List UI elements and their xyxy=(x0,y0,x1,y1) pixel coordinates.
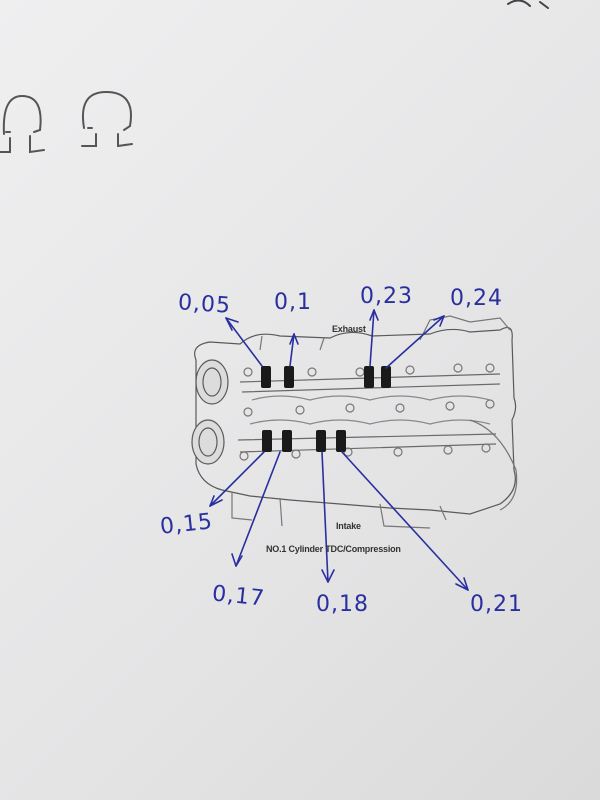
diagram-caption: NO.1 Cylinder TDC/Compression xyxy=(266,544,401,554)
exhaust-value-4: 0,24 xyxy=(450,286,503,311)
engine-diagram xyxy=(191,315,518,529)
shim-blocks xyxy=(261,366,391,452)
pen-arrows xyxy=(209,309,469,591)
exhaust-value-3: 0,23 xyxy=(360,284,413,309)
intake-value-3: 0,18 xyxy=(316,592,369,617)
intake-label: Intake xyxy=(336,521,361,531)
exhaust-value-1: 0,05 xyxy=(177,290,232,319)
intake-value-4: 0,21 xyxy=(470,592,523,617)
exhaust-label: Exhaust xyxy=(332,324,366,334)
exhaust-value-2: 0,1 xyxy=(274,290,312,315)
doodle-figures xyxy=(0,0,549,154)
intake-value-2: 0,17 xyxy=(210,581,267,612)
